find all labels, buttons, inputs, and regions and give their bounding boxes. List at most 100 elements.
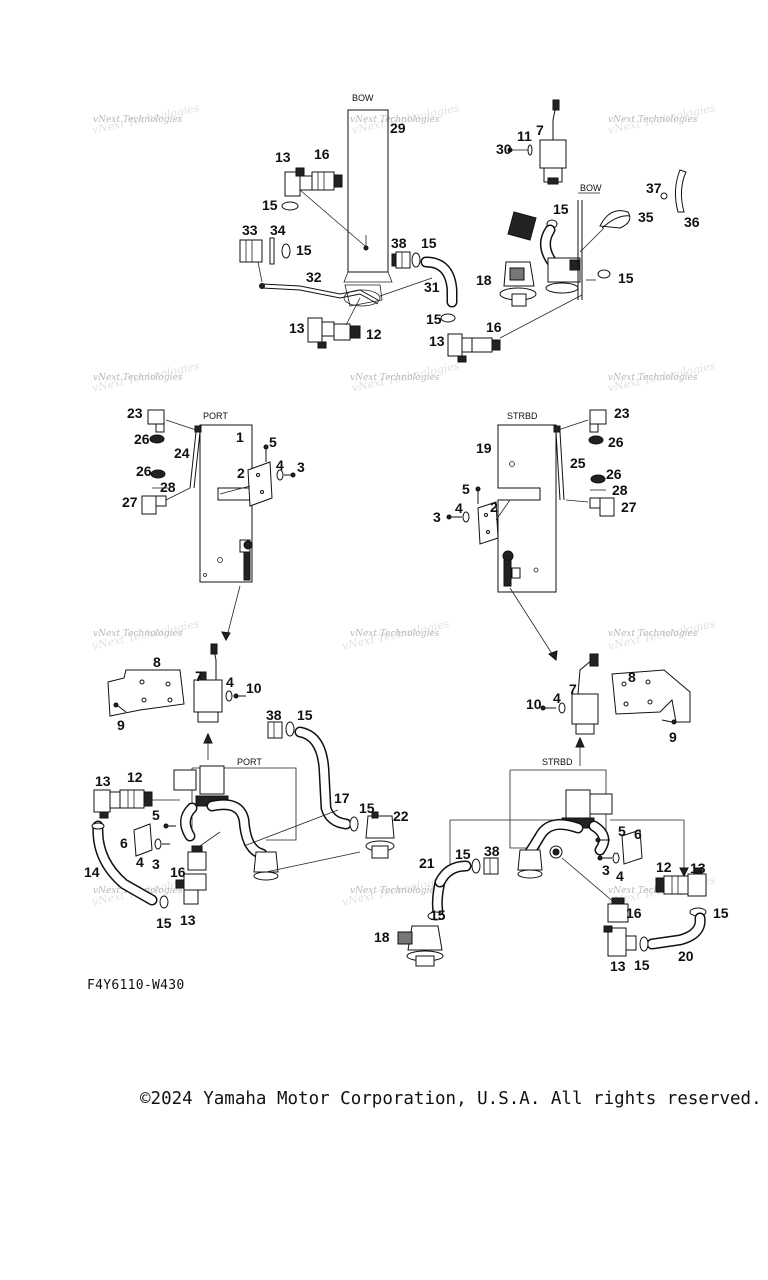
port-tank-assembly: PORT bbox=[141, 409, 296, 642]
part-number-label: 14 bbox=[84, 864, 100, 880]
part-number-label: 35 bbox=[638, 209, 654, 225]
leader-line bbox=[565, 499, 589, 503]
part-number-label: 17 bbox=[334, 790, 350, 806]
leader-line bbox=[557, 419, 589, 431]
part-number-label: 15 bbox=[262, 197, 278, 213]
bracket-8 bbox=[611, 669, 691, 723]
part-number-label: 5 bbox=[462, 481, 470, 497]
elbow-27 bbox=[141, 495, 167, 515]
part-number-label: 15 bbox=[430, 907, 446, 923]
fitting-12 bbox=[119, 789, 153, 809]
starboard-pump-body bbox=[561, 789, 613, 829]
part-number-label: 26 bbox=[136, 463, 152, 479]
port-pump-body bbox=[173, 765, 229, 807]
part-number-label: 4 bbox=[455, 500, 463, 516]
part-number-label: 18 bbox=[476, 272, 492, 288]
leader-line bbox=[165, 419, 197, 431]
washer-4 bbox=[612, 852, 620, 864]
elbow-23 bbox=[589, 409, 607, 433]
part-number-label: 32 bbox=[306, 269, 322, 285]
starboard-strainer bbox=[517, 849, 543, 879]
part-number-label: 4 bbox=[616, 868, 624, 884]
starboard-pump-assembly: STRBD bbox=[397, 653, 707, 967]
part-number-label: 16 bbox=[486, 319, 502, 335]
o-ring-15 bbox=[597, 269, 611, 279]
fitting-12 bbox=[333, 323, 361, 341]
watermark: vNext Technologies bbox=[93, 373, 183, 383]
section-label-bow: BOW bbox=[580, 183, 602, 193]
watermark: vNext Technologies bbox=[350, 115, 440, 125]
pump-18 bbox=[397, 925, 444, 967]
elbow-fitting-13 bbox=[687, 867, 707, 897]
o-ring-15 bbox=[281, 243, 291, 259]
part-number-label: 10 bbox=[246, 680, 262, 696]
tube-25 bbox=[555, 431, 561, 501]
part-number-label: 5 bbox=[152, 807, 160, 823]
part-number-label: 16 bbox=[170, 864, 186, 880]
part-number-label: 13 bbox=[180, 912, 196, 928]
watermark: vNext Technologies bbox=[608, 373, 698, 383]
part-number-label: 15 bbox=[296, 242, 312, 258]
elbow-fitting-13 bbox=[93, 789, 121, 819]
port-strainer bbox=[253, 851, 279, 881]
fitting-16 bbox=[311, 171, 343, 191]
part-number-label: 1 bbox=[236, 429, 244, 445]
watermark: vNext Technologies bbox=[350, 629, 440, 639]
part-number-label: 10 bbox=[526, 696, 542, 712]
part-number-label: 15 bbox=[297, 707, 313, 723]
watermark: vNext Technologies bbox=[93, 629, 183, 639]
section-label-starboard: STRBD bbox=[542, 757, 573, 767]
o-ring-15 bbox=[285, 721, 295, 737]
part-number-label: 28 bbox=[612, 482, 628, 498]
part-number-label: 28 bbox=[160, 479, 176, 495]
part-number-label: 15 bbox=[426, 311, 442, 327]
part-number-label: 23 bbox=[614, 405, 630, 421]
part-number-label: 13 bbox=[690, 860, 706, 876]
fitting-33 bbox=[239, 239, 263, 263]
part-number-label: 16 bbox=[314, 146, 330, 162]
washer-4 bbox=[276, 469, 284, 481]
screw-37 bbox=[660, 192, 668, 200]
o-ring-15 bbox=[281, 201, 299, 211]
clamp-26 bbox=[590, 474, 606, 484]
section-label-starboard: STRBD bbox=[507, 411, 538, 421]
o-ring-15 bbox=[159, 895, 169, 909]
part-number-label: 22 bbox=[393, 808, 409, 824]
part-number-label: 15 bbox=[553, 201, 569, 217]
bracket-36 bbox=[674, 169, 687, 213]
part-number-label: 15 bbox=[421, 235, 437, 251]
leader-line bbox=[345, 297, 361, 326]
part-number-label: 16 bbox=[626, 905, 642, 921]
part-number-label: 15 bbox=[713, 905, 729, 921]
elbow-fitting-13 bbox=[175, 873, 207, 905]
fitting-16 bbox=[607, 897, 629, 923]
part-number-label: 12 bbox=[656, 859, 672, 875]
part-number-label: 31 bbox=[424, 279, 440, 295]
part-number-label: 3 bbox=[297, 459, 305, 475]
clamp-26 bbox=[150, 469, 166, 479]
starboard-tank bbox=[497, 424, 557, 593]
part-number-label: 8 bbox=[153, 654, 161, 670]
part-number-label: 3 bbox=[602, 862, 610, 878]
strainer-22 bbox=[365, 811, 395, 859]
o-ring-15 bbox=[471, 858, 481, 874]
part-number-label: 15 bbox=[359, 800, 375, 816]
tube-24 bbox=[189, 431, 197, 489]
watermark: vNext Technologies bbox=[93, 115, 183, 125]
part-number-label: 25 bbox=[570, 455, 586, 471]
screw-9 bbox=[661, 719, 673, 723]
leader-line bbox=[379, 277, 433, 297]
watermark: vNext Technologies bbox=[608, 115, 698, 125]
port-pump-assembly: PORT bbox=[91, 643, 395, 909]
part-number-label: 8 bbox=[628, 669, 636, 685]
section-label-port: PORT bbox=[203, 411, 228, 421]
leader-line bbox=[199, 831, 221, 847]
starboard-mount-plate bbox=[510, 769, 607, 848]
clamp-26 bbox=[588, 435, 604, 445]
part-number-label: 7 bbox=[195, 668, 203, 684]
part-number-label: 24 bbox=[174, 445, 190, 461]
part-number-label: 15 bbox=[634, 957, 650, 973]
part-number-label: 13 bbox=[429, 333, 445, 349]
part-number-label: 2 bbox=[237, 465, 245, 481]
